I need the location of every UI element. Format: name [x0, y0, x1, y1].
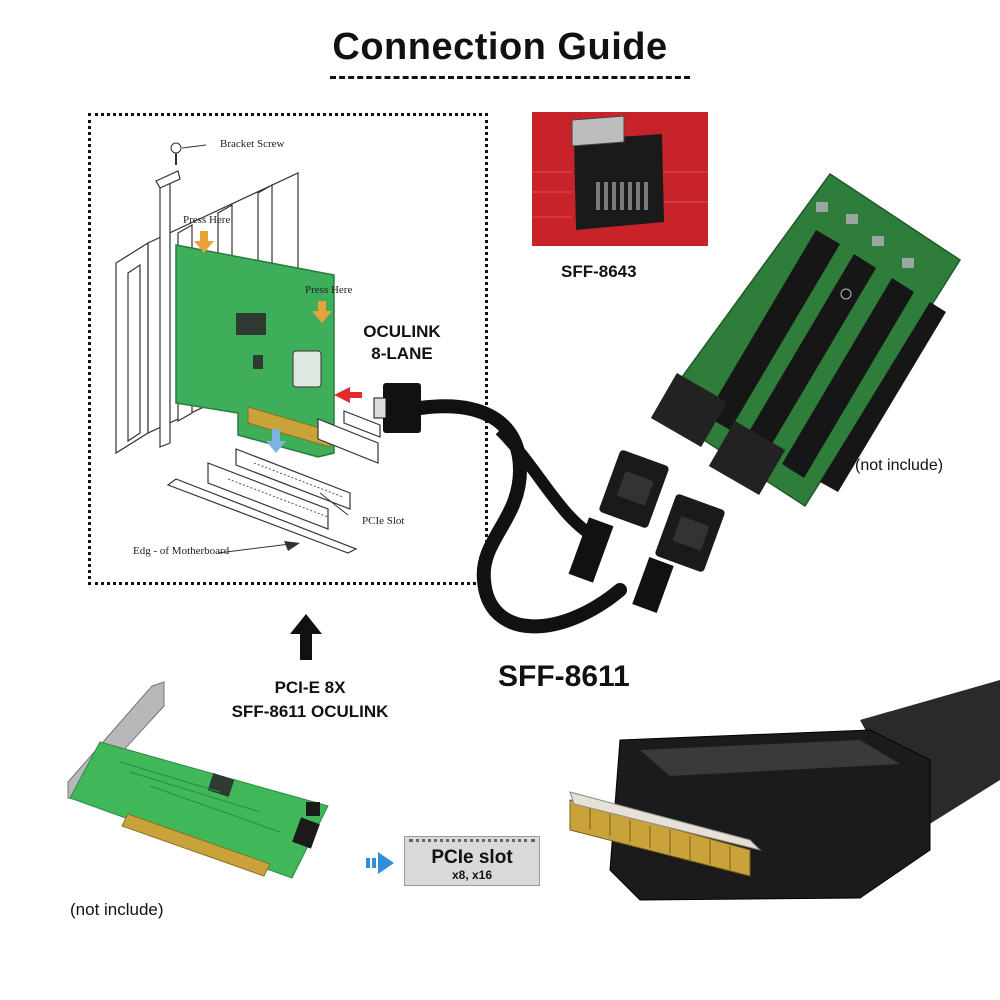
- press-here-label: Press Here: [305, 284, 353, 296]
- oculink-label-line1: OCULINK: [363, 322, 441, 341]
- title-underline: [330, 76, 690, 79]
- pcie-slot-label: PCIe Slot: [362, 515, 405, 527]
- motherboard-edge-label: Edg - of Motherboard: [133, 545, 230, 557]
- pcie-card-label-line2: SFF-8611 OCULINK: [231, 702, 389, 721]
- pcie-slot-badge-title: PCIe slot: [431, 847, 513, 868]
- pcie-card-label: PCI-E 8X SFF-8611 OCULINK: [200, 676, 420, 724]
- sff8643-connector-illustration: [532, 115, 708, 230]
- installation-diagram: [115, 142, 381, 554]
- pcie-slot-badge: PCIe slot x8, x16: [404, 836, 540, 886]
- riser-board-illustration: [650, 172, 962, 508]
- bracket-screw-label: Bracket Screw: [220, 138, 285, 150]
- insert-arrow-icon: [266, 429, 286, 453]
- page-title: Connection Guide: [332, 26, 668, 68]
- press-arrow-icon: [194, 231, 214, 253]
- pcie-card-label-line1: PCI-E 8X: [274, 678, 346, 697]
- bracket-screw-icon: [170, 142, 207, 165]
- installation-diagram-frame: [88, 113, 488, 585]
- oculink-label: OCULINK 8-LANE: [356, 321, 448, 365]
- right-arrow-icon: [366, 852, 394, 874]
- press-arrow-icon: [312, 301, 332, 323]
- pcie-adapter-card-illustration: [67, 681, 329, 879]
- sff8611-connector-closeup: [569, 680, 1000, 901]
- sff8643-label: SFF-8643: [561, 262, 637, 281]
- up-arrow-icon: [290, 614, 322, 660]
- pcie-card-illustration: [175, 244, 335, 458]
- pcie-slot-badge-subtitle: x8, x16: [451, 868, 493, 882]
- riser-not-included-label: (not include): [855, 457, 944, 474]
- sff8611-label: SFF-8611: [498, 660, 630, 693]
- press-here-label: Press Here: [183, 214, 231, 226]
- red-arrow-icon: [334, 387, 362, 403]
- adapter-not-included-label: (not include): [70, 900, 164, 919]
- oculink-label-line2: 8-LANE: [371, 344, 433, 363]
